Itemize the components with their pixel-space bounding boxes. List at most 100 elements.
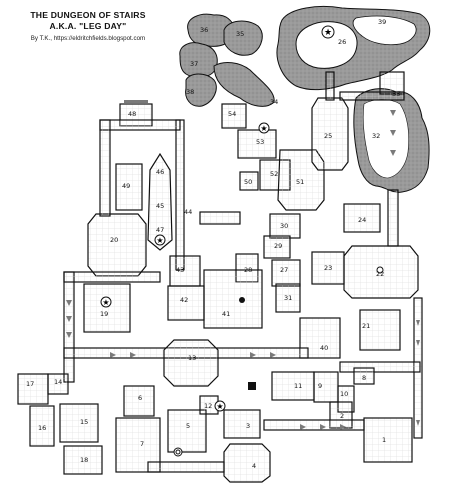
cave-26-inner <box>295 21 358 69</box>
room-label-22: 22 <box>376 270 384 278</box>
map-title-block: THE DUNGEON OF STAIRS A.K.A. "LEG DAY" B… <box>4 10 172 44</box>
room-label-25: 25 <box>324 132 332 140</box>
room-42 <box>167 285 205 321</box>
corridor-west-long <box>63 271 75 383</box>
spiral-stair-icon <box>173 447 183 457</box>
svg-text:★: ★ <box>156 236 163 245</box>
stairs-icon <box>124 100 148 103</box>
map-title: THE DUNGEON OF STAIRS <box>30 10 146 20</box>
room-label-43: 43 <box>176 266 184 274</box>
room-6 <box>123 385 155 417</box>
room-label-26: 26 <box>338 38 346 46</box>
room-label-36: 36 <box>200 26 208 34</box>
room-46-45-47-hull <box>147 152 173 251</box>
corridor-east <box>339 91 405 101</box>
room-label-40: 40 <box>320 344 328 352</box>
room-49 <box>115 163 143 211</box>
star-icon: ★ <box>214 400 226 412</box>
pit-icon <box>239 297 245 303</box>
room-label-54: 54 <box>228 110 236 118</box>
map-subtitle: A.K.A. "LEG DAY" <box>49 21 127 31</box>
stairs-icon <box>66 300 72 338</box>
room-41 <box>203 269 263 329</box>
cave-39-inner <box>352 15 417 46</box>
room-label-41: 41 <box>222 310 230 318</box>
room-21 <box>359 309 401 351</box>
room-label-14: 14 <box>54 378 62 386</box>
corridor-south-east <box>339 361 421 373</box>
room-label-12: 12 <box>204 402 212 410</box>
room-25 <box>311 97 349 171</box>
room-label-48: 48 <box>128 110 136 118</box>
svg-text:★: ★ <box>216 402 223 411</box>
room-53 <box>237 129 277 159</box>
stair-markers <box>66 100 420 430</box>
room-label-49: 49 <box>122 182 130 190</box>
room-label-10: 10 <box>340 390 348 398</box>
corridor-north-west <box>99 119 181 131</box>
room-24 <box>343 203 381 233</box>
cave-38 <box>185 73 217 107</box>
room-label-1: 1 <box>382 436 386 444</box>
room-label-45: 45 <box>156 202 164 210</box>
svg-text:★: ★ <box>102 298 109 307</box>
statue-icon <box>376 266 384 274</box>
statue-icon <box>248 382 256 390</box>
room-label-35: 35 <box>236 30 244 38</box>
room-label-51: 51 <box>296 178 304 186</box>
room-label-13: 13 <box>188 354 196 362</box>
cave-37 <box>179 42 218 78</box>
corridor-south-east-horizontal <box>263 419 365 431</box>
room-label-11: 11 <box>294 382 302 390</box>
room-label-8: 8 <box>362 374 366 382</box>
room-16 <box>29 405 55 447</box>
room-label-6: 6 <box>138 394 142 402</box>
room-label-33: 33 <box>392 90 400 98</box>
room-label-42: 42 <box>180 296 188 304</box>
cave-system <box>179 6 431 193</box>
room-label-7: 7 <box>140 440 144 448</box>
room-label-46: 46 <box>156 168 164 176</box>
star-icon: ★ <box>100 296 112 308</box>
room-label-30: 30 <box>280 222 288 230</box>
room-11 <box>271 371 315 401</box>
stairs-icon <box>416 320 420 426</box>
corridor-center-north <box>199 211 241 225</box>
map-credit: By T.K., https://eldritchfields.blogspot… <box>30 35 146 42</box>
room-label-18: 18 <box>80 456 88 464</box>
room-1 <box>363 417 413 463</box>
corridor-west-vertical <box>99 119 111 217</box>
room-5 <box>167 409 207 453</box>
cave-35 <box>223 20 263 56</box>
room-label-21: 21 <box>362 322 370 330</box>
room-label-4: 4 <box>252 462 256 470</box>
room-20 <box>87 213 147 277</box>
room-label-17: 17 <box>26 380 34 388</box>
room-label-5: 5 <box>186 422 190 430</box>
room-label-53: 53 <box>256 138 264 146</box>
room-4 <box>223 443 271 483</box>
corridor-22-north <box>387 189 399 247</box>
room-label-23: 23 <box>324 264 332 272</box>
corridor-west-top <box>63 271 161 283</box>
room-label-47: 47 <box>156 226 164 234</box>
room-30 <box>269 213 301 239</box>
svg-text:★: ★ <box>324 28 332 38</box>
room-54 <box>221 103 247 129</box>
room-29 <box>263 235 291 259</box>
corridor-25-north <box>325 71 335 101</box>
room-label-15: 15 <box>80 418 88 426</box>
room-label-3: 3 <box>246 422 250 430</box>
room-label-9: 9 <box>318 382 322 390</box>
room-9 <box>313 371 339 403</box>
room-labels: 1 2 3 4 5 6 7 8 9 10 11 12 13 14 15 16 1… <box>26 18 400 470</box>
room-3 <box>223 409 261 439</box>
room-31 <box>275 283 301 313</box>
room-label-29: 29 <box>274 242 282 250</box>
room-label-44: 44 <box>184 208 192 216</box>
room-label-24: 24 <box>358 216 366 224</box>
star-icon: ★ <box>154 234 166 246</box>
room-label-19: 19 <box>100 310 108 318</box>
room-15 <box>59 403 99 443</box>
